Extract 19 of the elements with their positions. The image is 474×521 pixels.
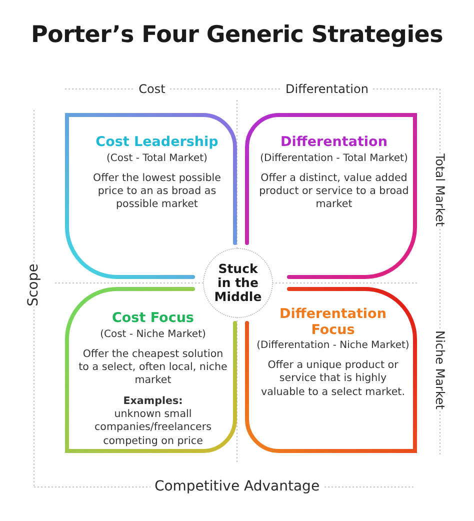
- panel-subtitle: (Differentation - Total Market): [260, 152, 408, 164]
- diagram-title: Porter’s Four Generic Strategies: [30, 22, 443, 48]
- panel-heading: Differentation: [280, 135, 388, 151]
- examples-heading: Examples:: [123, 394, 183, 408]
- panel-subtitle: (Cost - Niche Market): [100, 328, 206, 340]
- panel-description: Offer a distinct, value added product or service to a broad market: [258, 172, 410, 212]
- panel-heading: Differentation Focus: [278, 307, 388, 338]
- panel-heading: Cost Leadership: [96, 135, 218, 151]
- axis-label: Competitive Advantage: [150, 478, 324, 496]
- axis-label: Cost: [134, 82, 170, 96]
- panel-description: Offer the cheapest solution to a select, often local, niche market: [78, 348, 228, 388]
- panel-description: Offer a unique product or service that is highly valuable to a select market.: [261, 359, 405, 400]
- panel-description: unknown small companies/freelancers competing on price: [94, 408, 212, 448]
- circle-label: Stuck in the Middle: [213, 262, 263, 304]
- panel-description: Offer the lowest possible price to an as broad as possible market: [92, 172, 222, 212]
- panel-subtitle: (Cost - Total Market): [106, 152, 208, 164]
- axis-label: Differentation: [282, 82, 372, 96]
- panel-heading: Cost Focus: [112, 311, 194, 327]
- panel-subtitle: (Differentation - Niche Market): [256, 340, 410, 352]
